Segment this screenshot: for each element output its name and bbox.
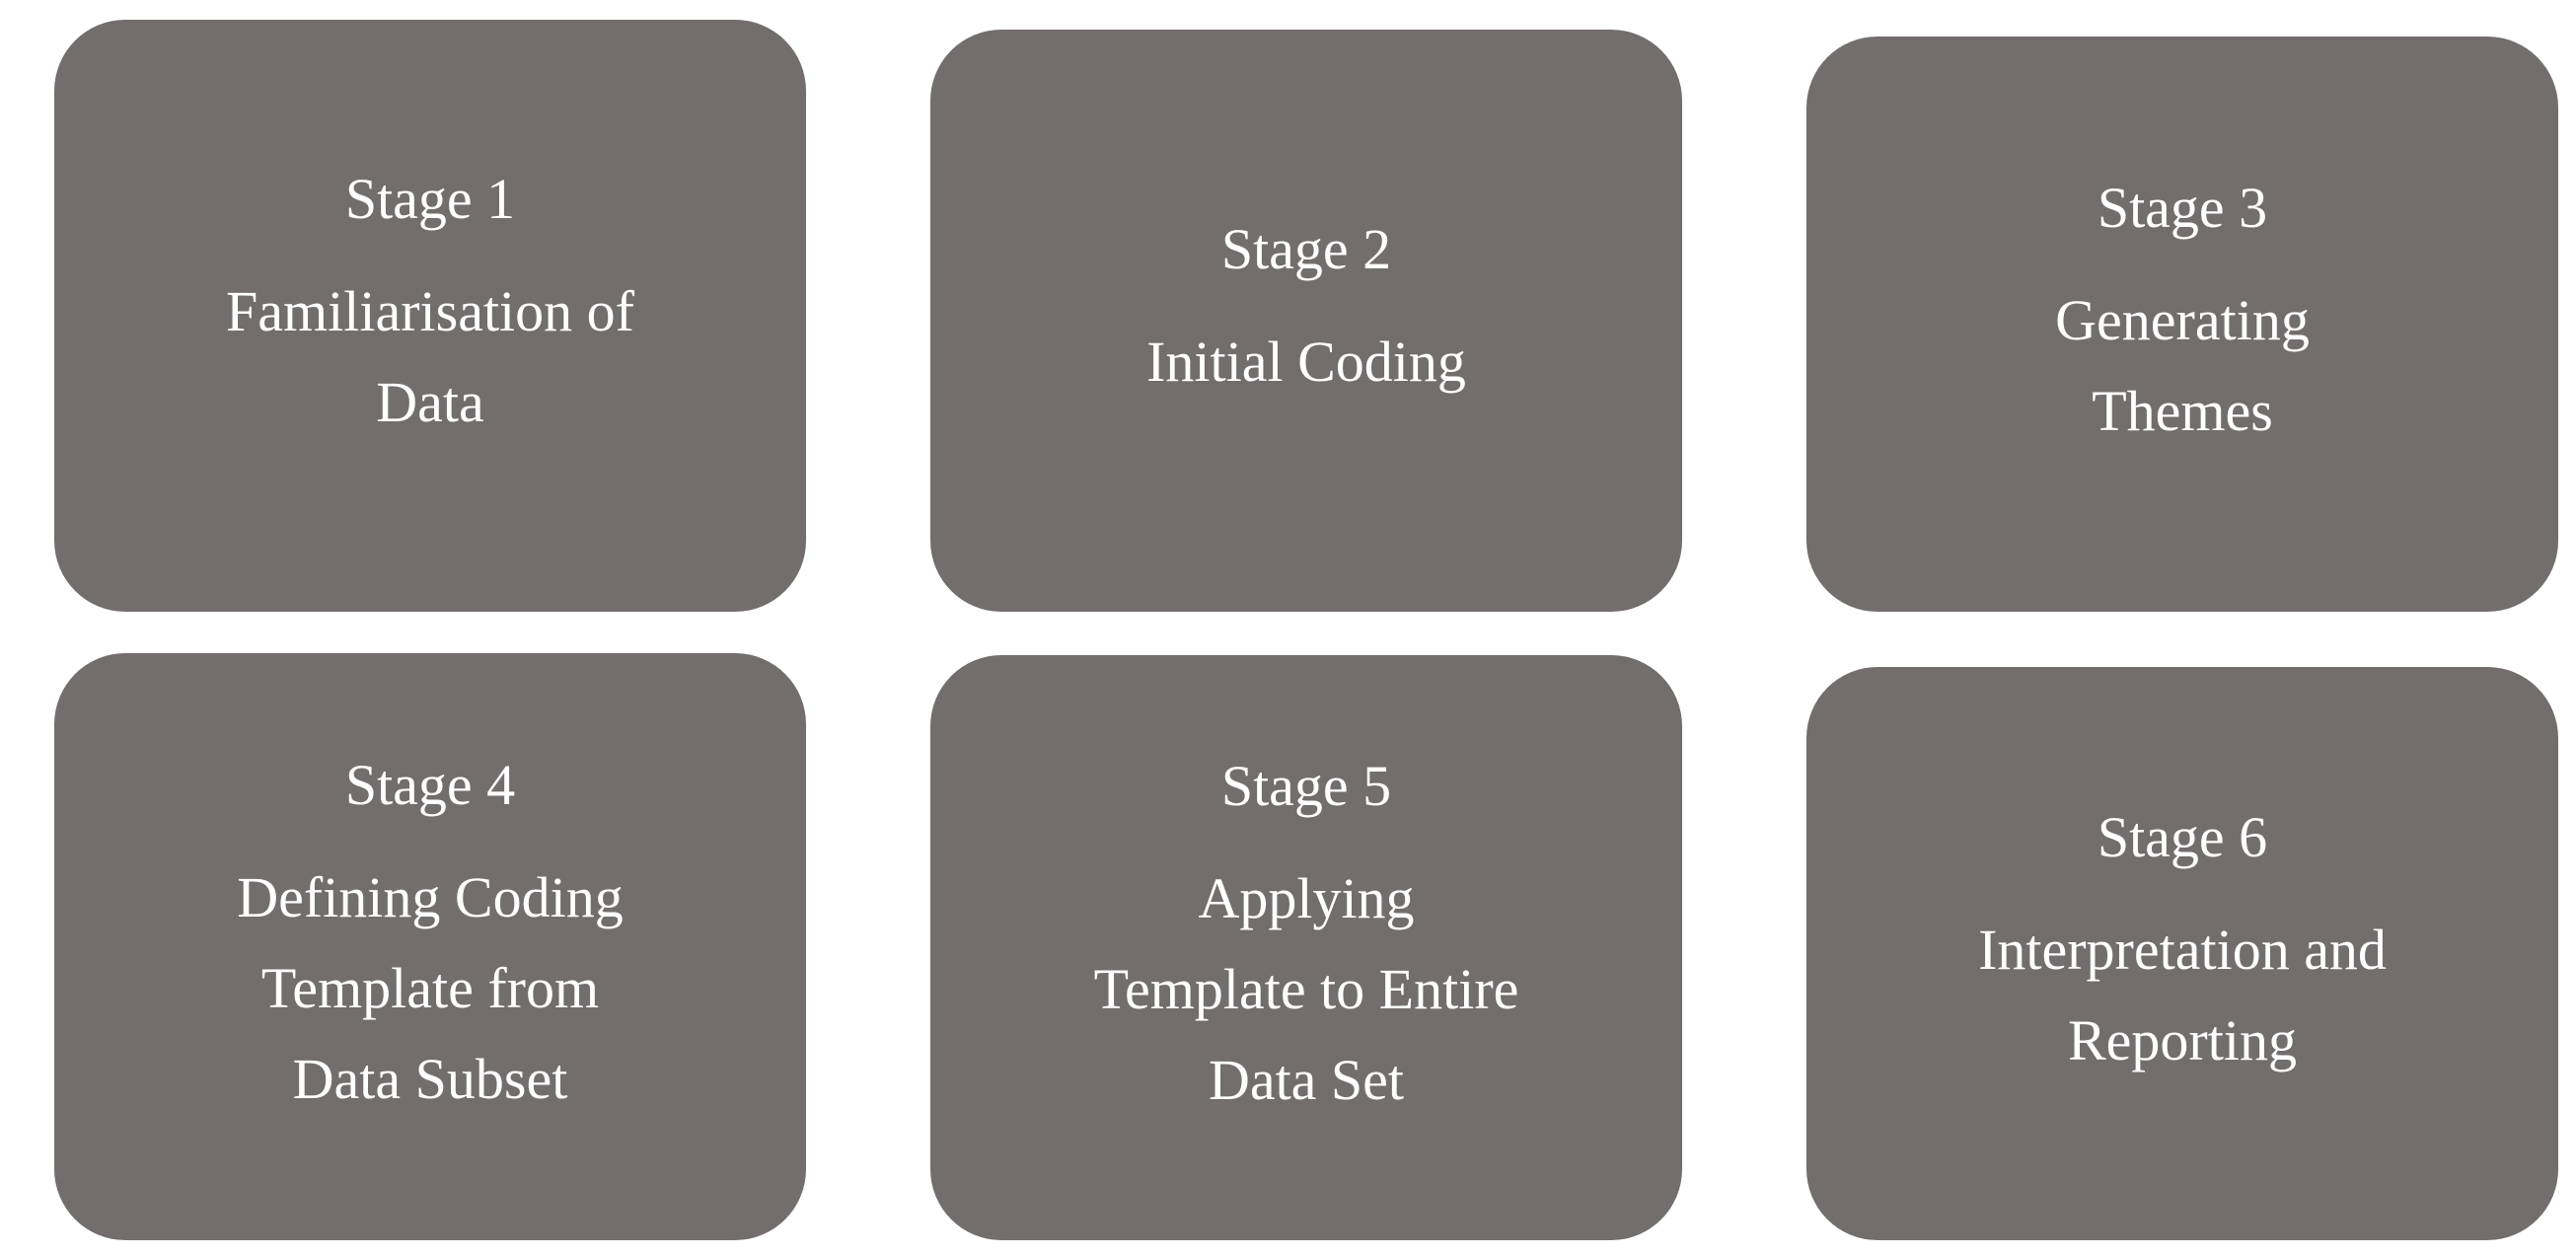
stage-box-4: Stage 4 Defining Coding Template from Da… xyxy=(54,653,806,1240)
stage-3-heading: Stage 3 xyxy=(2097,175,2268,240)
stage-box-3: Stage 3 Generating Themes xyxy=(1806,37,2558,612)
stage-1-heading: Stage 1 xyxy=(344,167,516,231)
stage-5-heading: Stage 5 xyxy=(1220,753,1392,818)
stage-box-2: Stage 2 Initial Coding xyxy=(930,30,1682,612)
stage-box-1: Stage 1 Familiarisation of Data xyxy=(54,20,806,612)
stage-4-heading: Stage 4 xyxy=(344,752,516,817)
stage-box-5: Stage 5 Applying Template to Entire Data… xyxy=(930,655,1682,1240)
stage-2-heading: Stage 2 xyxy=(1220,217,1392,281)
stage-4-label: Defining Coding Template from Data Subse… xyxy=(237,864,624,1111)
stage-box-6: Stage 6 Interpretation and Reporting xyxy=(1806,667,2558,1240)
stage-2-label: Initial Coding xyxy=(1146,330,1466,394)
stage-5-label: Applying Template to Entire Data Set xyxy=(1093,865,1519,1112)
stage-3-label: Generating Themes xyxy=(2055,287,2310,443)
stage-1-label: Familiarisation of Data xyxy=(226,279,634,434)
stage-6-label: Interpretation and Reporting xyxy=(1978,917,2387,1072)
stage-6-heading: Stage 6 xyxy=(2097,804,2268,869)
